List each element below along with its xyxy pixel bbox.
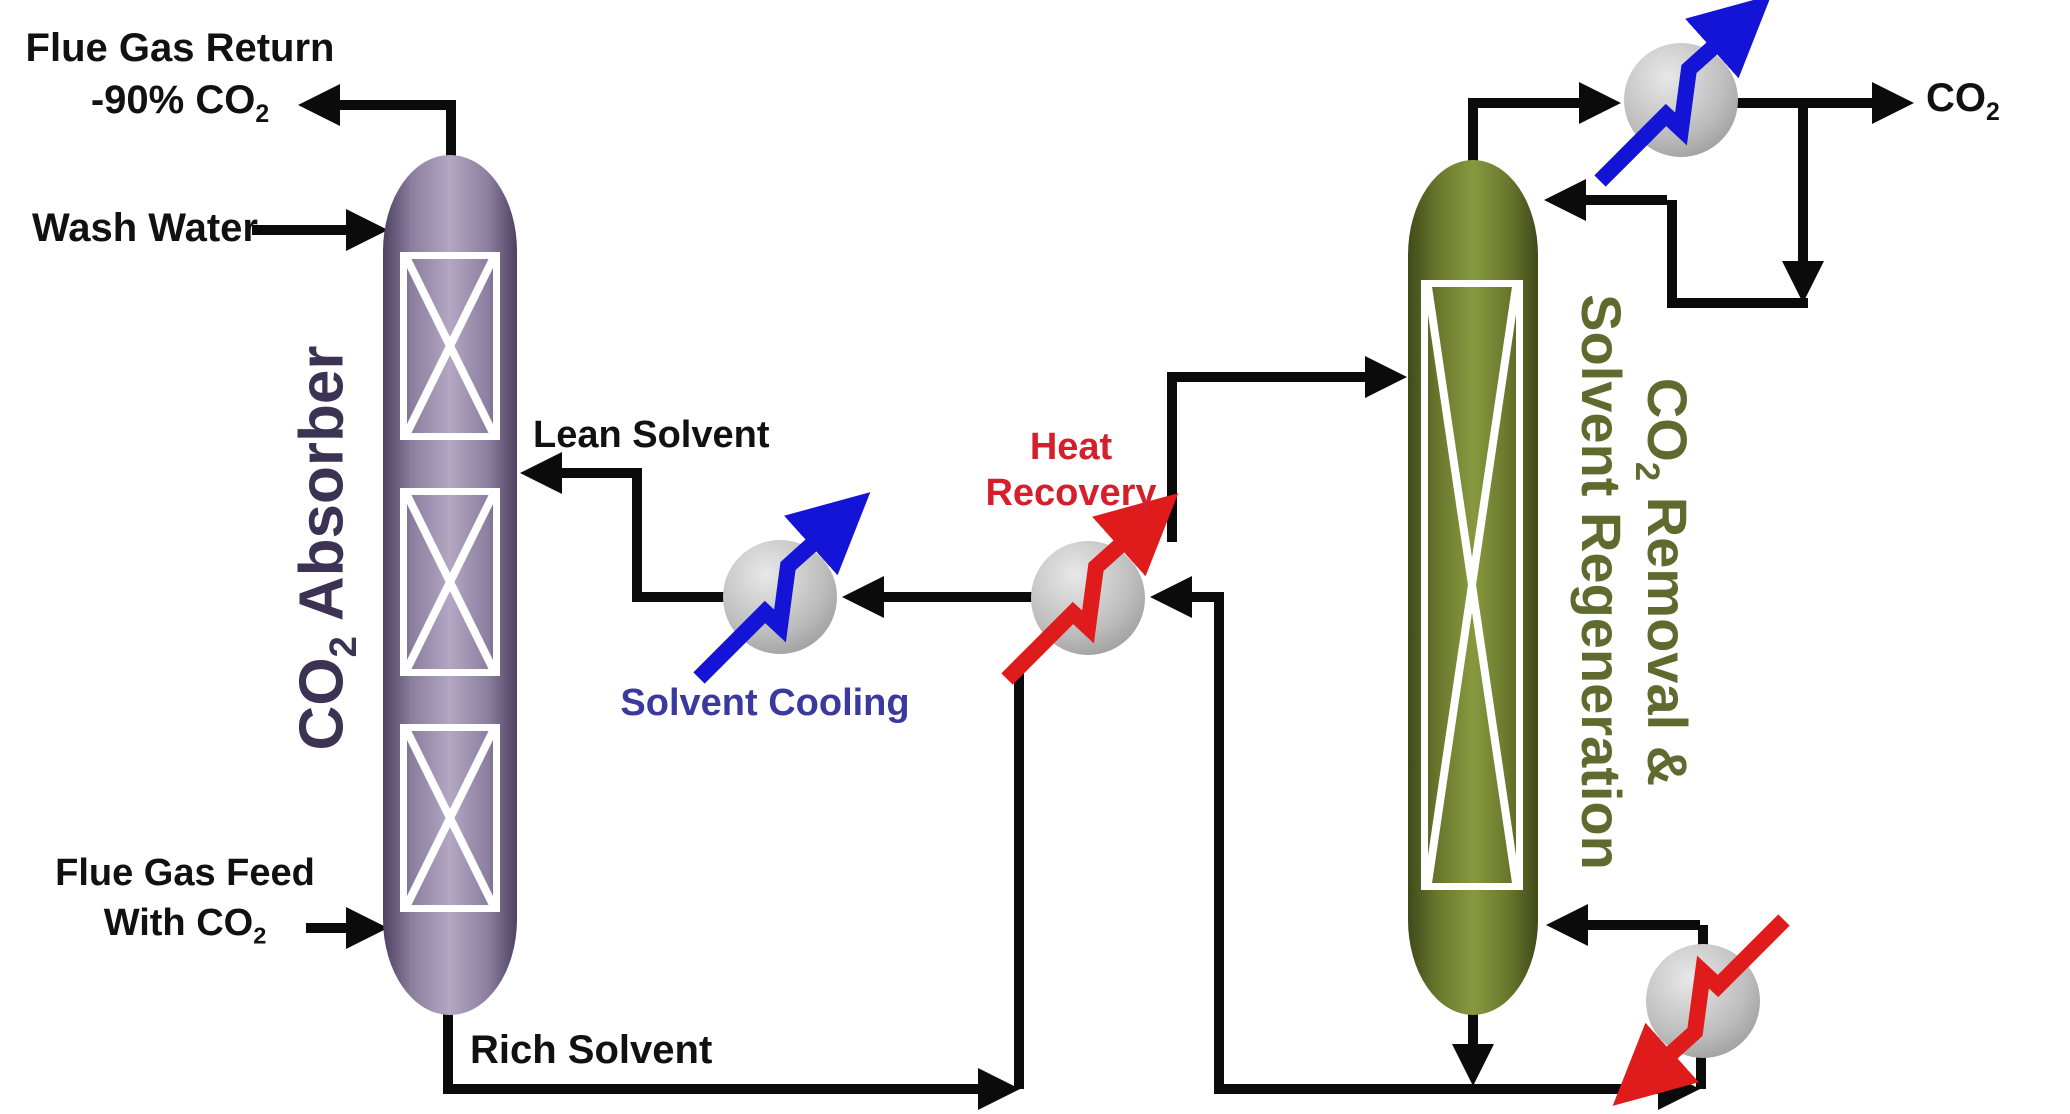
pipe-rich-solvent-riser [1014, 668, 1024, 1089]
lean-solvent-label: Lean Solvent [533, 414, 770, 456]
pipe-reboiler-riser [1696, 1052, 1706, 1089]
heat-recovery-exchanger [1001, 493, 1179, 685]
pipe-reboiler-return-h [1588, 920, 1700, 930]
hot-zigzag-arrow-icon [1001, 493, 1179, 685]
flue-gas-feed-line2: With CO2 [103, 902, 267, 949]
pipe-lean-solvent-v [632, 468, 642, 602]
absorber-packing-1 [400, 252, 500, 440]
arrowhead-reboiler-return [1546, 904, 1588, 946]
absorber-label: CO2 Absorber [287, 345, 365, 751]
pipe-reflux-drop [1798, 98, 1808, 263]
pipe-recovery-to-regen-h [1167, 372, 1367, 382]
pipe-recovery-to-cooling [884, 592, 1032, 602]
regenerator-label-line2: Solvent Regeneration [1570, 294, 1633, 870]
solvent-cooling-exchanger [693, 492, 871, 684]
pipe-lean-solvent-h-bottom [632, 592, 725, 602]
packing-x-icon [407, 731, 493, 905]
pipe-into-recovery-h [1192, 592, 1224, 602]
absorber-packing-2 [400, 488, 500, 676]
pipe-regen-overhead-v [1468, 100, 1478, 162]
pipe-lean-return-v [1214, 592, 1224, 1089]
packing-x-icon [407, 495, 493, 669]
heat-recovery-line2: Recovery [985, 472, 1157, 514]
flue-gas-return-line1: Flue Gas Return [25, 26, 335, 70]
arrowhead-into-condenser [1579, 82, 1621, 124]
heat-recovery-label: Heat Recovery [946, 424, 1196, 516]
flue-gas-return-line2: -90% CO2 [90, 78, 270, 128]
pipe-flue-gas-feed [306, 923, 346, 933]
arrowhead-regen-bottom [1452, 1044, 1494, 1086]
arrowhead-into-heat-recovery [1150, 576, 1192, 618]
pipe-regen-overhead-h [1468, 98, 1581, 108]
rich-solvent-label: Rich Solvent [470, 1028, 713, 1072]
pipe-flue-gas-return-h [340, 100, 456, 110]
arrowhead-wash-water [346, 209, 388, 251]
flue-gas-feed-label: Flue Gas Feed With CO2 [30, 848, 340, 948]
packing-x-icon [1428, 287, 1516, 883]
regenerator-packing [1421, 280, 1523, 890]
pipe-lean-solvent-h-top [562, 468, 642, 478]
regenerator-label: CO2 Removal & Solvent Regeneration [1568, 294, 1700, 870]
wash-water-label: Wash Water [32, 206, 258, 250]
absorber-packing-3 [400, 724, 500, 912]
pipe-recovery-to-regen-v [1167, 372, 1177, 542]
solvent-cooling-label: Solvent Cooling [620, 682, 910, 724]
arrowhead-rich-solvent [978, 1068, 1020, 1110]
arrowhead-flue-gas-feed [346, 907, 388, 949]
arrowhead-co2-product [1872, 82, 1914, 124]
flue-gas-feed-line1: Flue Gas Feed [55, 852, 315, 894]
arrowhead-reflux-return [1544, 179, 1586, 221]
arrowhead-flue-gas-return [298, 84, 340, 126]
cold-zigzag-arrow-icon [1594, 0, 1772, 187]
hot-zigzag-arrow-icon [1612, 914, 1790, 1106]
pipe-reboiler-top [1698, 925, 1708, 949]
arrowhead-lean-solvent [520, 452, 562, 494]
pipe-wash-water [252, 225, 346, 235]
pipe-bottom-header [1214, 1084, 1660, 1094]
pipe-regen-bottom-v [1468, 1013, 1478, 1046]
pipe-reflux-v2 [1667, 200, 1677, 308]
pipe-reflux-h2 [1586, 195, 1667, 205]
heat-recovery-line1: Heat [1029, 426, 1113, 468]
pipe-rich-solvent-h [443, 1084, 978, 1094]
pipe-reflux-h1 [1667, 298, 1808, 308]
arrowhead-reflux-down [1782, 261, 1824, 303]
condenser-exchanger [1594, 0, 1772, 187]
arrowhead-into-solvent-cooling [842, 576, 884, 618]
pipe-rich-solvent-drop [443, 1010, 453, 1089]
packing-x-icon [407, 259, 493, 433]
arrowhead-into-regenerator [1365, 356, 1407, 398]
flue-gas-return-label: Flue Gas Return -90% CO2 [25, 22, 335, 128]
co2-product-label: CO2 [1926, 76, 2000, 126]
cold-zigzag-arrow-icon [693, 492, 871, 684]
regenerator-label-line1: CO2 Removal & [1627, 377, 1699, 787]
reboiler-exchanger [1612, 914, 1790, 1106]
pipe-flue-gas-return-v [446, 100, 456, 162]
